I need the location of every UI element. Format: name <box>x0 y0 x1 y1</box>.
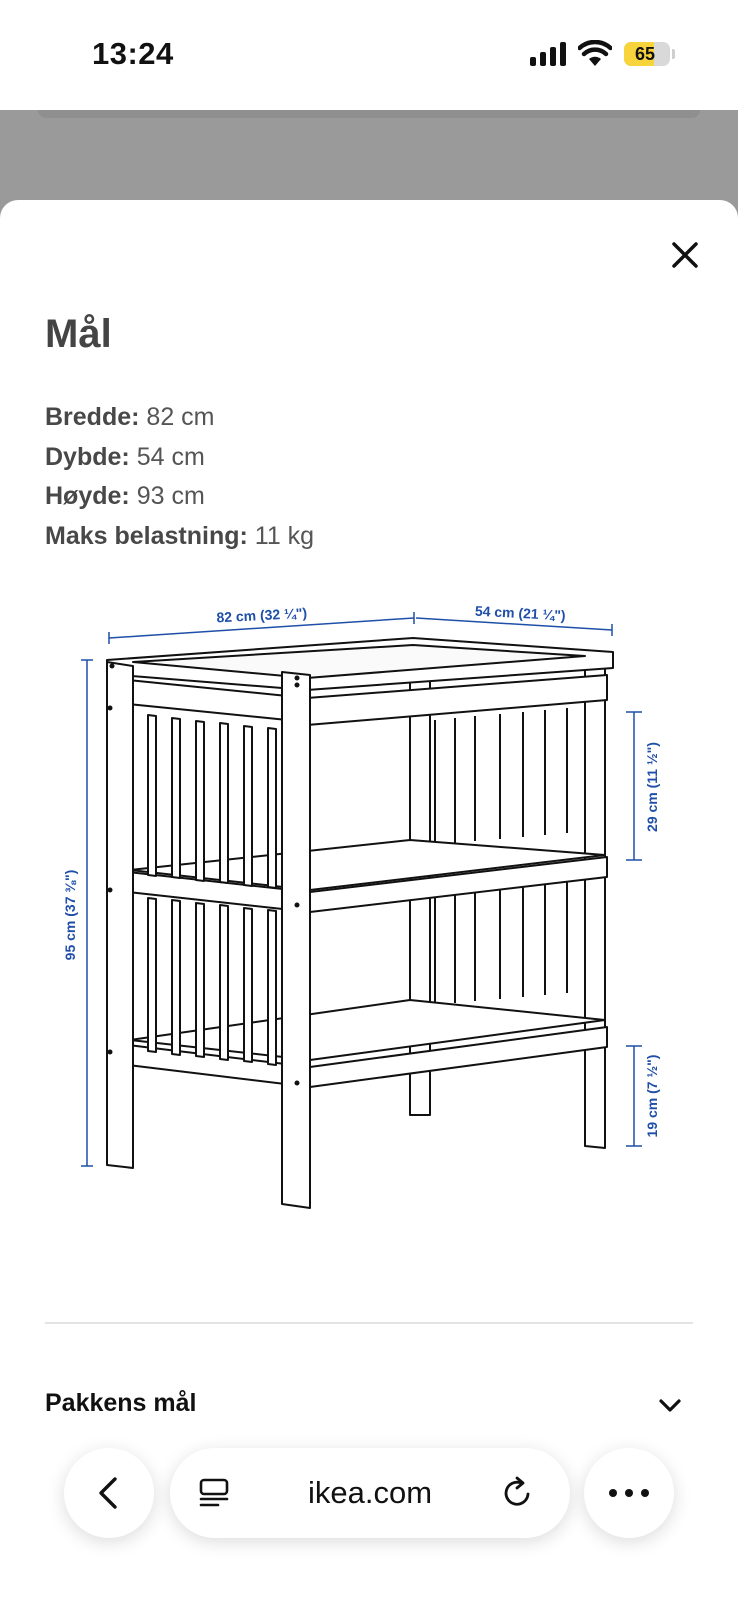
near-side-slats <box>147 714 277 1066</box>
far-side-slats <box>434 708 568 1005</box>
shelf-gap-dimension-label: 29 cm (11 ½") <box>644 742 660 832</box>
battery-level-fill <box>624 42 654 66</box>
dimension-lines <box>81 612 642 1167</box>
url-text: ikea.com <box>307 1475 433 1510</box>
close-icon[interactable] <box>664 234 706 276</box>
chevron-down-icon[interactable] <box>656 1396 684 1416</box>
bottom-clearance-dimension-line <box>626 1045 642 1147</box>
depth-dimension-line <box>415 617 613 636</box>
spec-value: 54 cm <box>136 442 205 471</box>
battery-indicator: 65 <box>624 42 670 66</box>
furniture-line-drawing <box>106 637 614 1209</box>
reader-icon <box>199 1478 229 1507</box>
battery-tip <box>672 49 675 59</box>
spec-row-width: Bredde: 82 cm <box>45 398 685 438</box>
reload-icon[interactable] <box>500 1475 536 1511</box>
spec-value: 82 cm <box>146 403 215 431</box>
status-bar: 13:24 65 <box>0 0 738 110</box>
front-center-leg <box>281 671 311 1209</box>
back-button[interactable] <box>64 1448 154 1538</box>
shelf-gap-dimension-line <box>626 711 642 861</box>
page-title: Mål <box>45 312 112 356</box>
width-dimension-line <box>108 612 415 644</box>
top-tray-inner <box>132 644 586 679</box>
bolt-holes <box>107 663 300 1086</box>
changing-table-dimension-diagram: 82 cm (32 ¼") 54 cm (21 ¼") 95 cm (37 ⅜"… <box>62 603 660 1209</box>
wifi-icon <box>578 40 612 66</box>
more-button[interactable] <box>584 1448 674 1538</box>
spec-label: Bredde: <box>45 403 140 431</box>
height-dimension-label: 95 cm (37 ⅜") <box>62 870 78 961</box>
backdrop-card-edge <box>38 110 700 118</box>
spec-row-height: Høyde: 93 cm <box>45 477 685 517</box>
dimension-spec-list: Bredde: 82 cm Dybde: 54 cm Høyde: 93 cm … <box>45 398 685 556</box>
front-left-leg <box>106 661 134 1169</box>
spec-row-depth: Dybde: 54 cm <box>45 438 685 478</box>
status-time: 13:24 <box>92 36 174 71</box>
spec-value: 11 kg <box>254 521 315 550</box>
dimension-labels: 82 cm (32 ¼") 54 cm (21 ¼") 95 cm (37 ⅜"… <box>62 603 660 1138</box>
width-dimension-label: 82 cm (32 ¼") <box>216 605 307 626</box>
chevron-left-icon <box>99 1477 117 1509</box>
cellular-signal-icon <box>530 42 566 66</box>
depth-dimension-label: 54 cm (21 ¼") <box>475 603 566 624</box>
address-bar[interactable]: ikea.com <box>170 1448 570 1538</box>
spec-value: 93 cm <box>136 482 205 510</box>
spec-row-max-load: Maks belastning: 11 kg <box>45 517 685 557</box>
spec-label: Dybde: <box>45 442 130 471</box>
spec-label: Maks belastning: <box>45 521 248 550</box>
more-icon <box>609 1489 649 1497</box>
section-divider <box>45 1322 693 1324</box>
spec-label: Høyde: <box>45 482 130 510</box>
package-dimensions-title[interactable]: Pakkens mål <box>45 1389 197 1417</box>
battery-percentage: 65 <box>634 44 656 64</box>
bottom-clearance-dimension-label: 19 cm (7 ½") <box>644 1055 660 1138</box>
height-dimension-line <box>81 659 93 1167</box>
back-right-leg <box>584 651 606 1149</box>
